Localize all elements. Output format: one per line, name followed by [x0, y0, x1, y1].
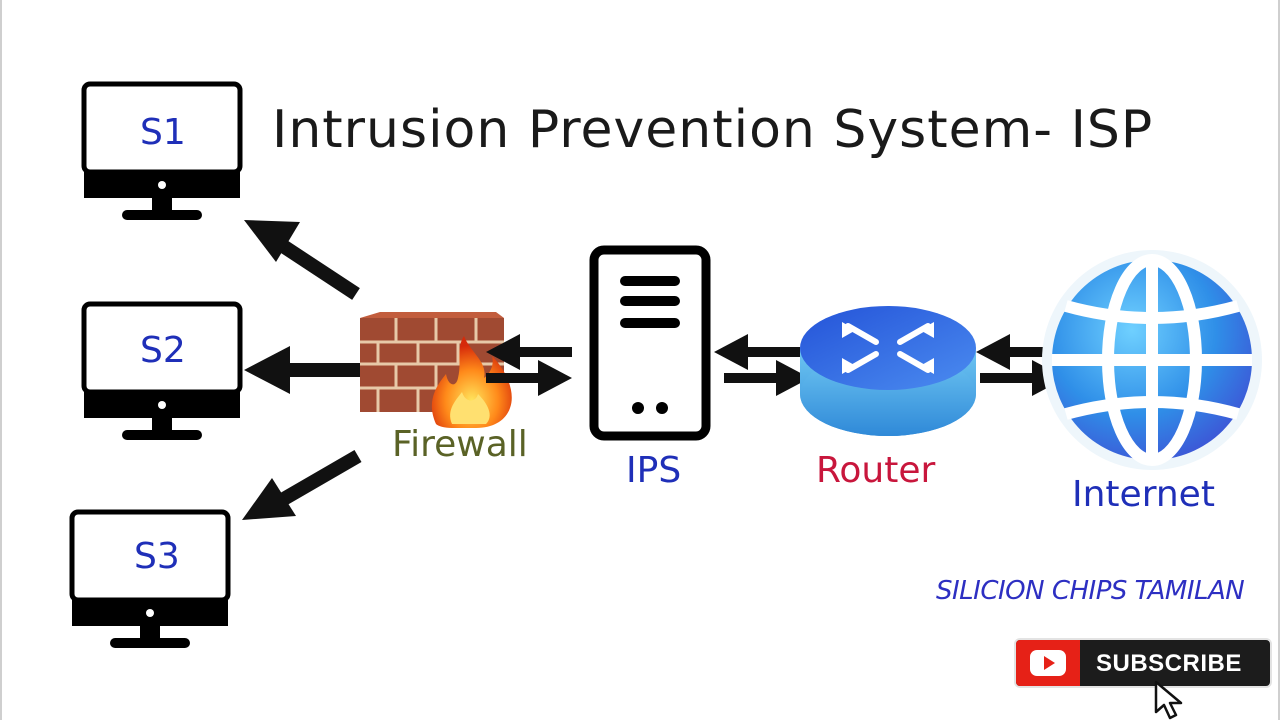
- arrow-icon: [714, 334, 800, 370]
- globe-icon: [1042, 250, 1262, 470]
- internet-label: Internet: [1072, 474, 1215, 515]
- subscribe-label: SUBSCRIBE: [1096, 650, 1242, 677]
- frame-left-edge: [0, 0, 2, 720]
- router-label: Router: [816, 450, 936, 491]
- arrow-icon: [244, 220, 360, 300]
- server-icon: [589, 245, 711, 441]
- monitor-label: S2: [140, 330, 186, 371]
- arrow-icon: [486, 334, 572, 370]
- monitor-icon: [81, 81, 243, 220]
- arrow-icon: [244, 346, 362, 394]
- frame-right-edge: [1278, 0, 1280, 720]
- arrow-icon: [486, 360, 572, 396]
- firewall-label: Firewall: [392, 424, 528, 465]
- monitor-label: S3: [134, 536, 180, 577]
- monitor-icon: [81, 301, 243, 440]
- monitor-icon: [69, 509, 231, 648]
- ips-label: IPS: [626, 450, 682, 491]
- play-icon: [1030, 650, 1066, 676]
- cursor-icon: [1154, 680, 1183, 720]
- monitor-label: S1: [140, 112, 186, 153]
- channel-brand: SILICION CHIPS TAMILAN: [936, 576, 1245, 606]
- arrow-icon: [242, 449, 362, 520]
- subscribe-button[interactable]: SUBSCRIBE: [1014, 638, 1272, 688]
- arrow-icon: [724, 360, 810, 396]
- diagram-title: Intrusion Prevention System- ISP: [272, 100, 1154, 160]
- fire-icon: [431, 336, 512, 428]
- youtube-logo: [1016, 640, 1080, 686]
- router-icon: [800, 306, 976, 436]
